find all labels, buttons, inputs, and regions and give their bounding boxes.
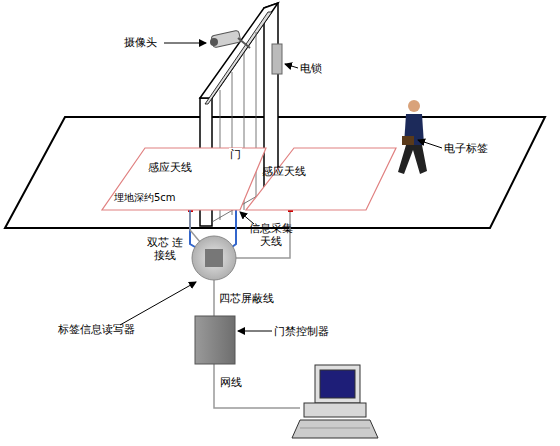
antenna-title: 感应天线 [148, 160, 192, 175]
camera-label: 摄像头 [124, 36, 157, 49]
reader-label: 标签信息读写器 [58, 323, 135, 336]
controller-label: 门禁控制器 [274, 325, 329, 338]
cable-label: 四芯屏蔽线 [218, 292, 275, 305]
access-controller [195, 316, 235, 364]
antenna-outline [244, 146, 398, 212]
antenna-area: 感应天线埋地深约5cm [100, 146, 268, 212]
cable-label: 网线 [220, 376, 242, 389]
tag-reader [192, 236, 236, 280]
cable-label: 双芯 连接线 [146, 236, 184, 262]
wires [190, 206, 300, 408]
person [398, 100, 427, 174]
tag-label: 电子标签 [444, 142, 488, 155]
reader-chip [205, 249, 223, 267]
electric-lock [272, 44, 282, 74]
computer [292, 365, 378, 438]
antenna-label: 信息采集 天线 [246, 222, 296, 248]
lock-label: 电锁 [300, 62, 322, 75]
antenna-area: 感应天线 [244, 146, 398, 212]
door-label: 门 [229, 148, 242, 161]
camera [210, 30, 250, 48]
antenna-title: 感应天线 [262, 164, 306, 179]
depth-note: 埋地深约5cm [114, 191, 176, 205]
